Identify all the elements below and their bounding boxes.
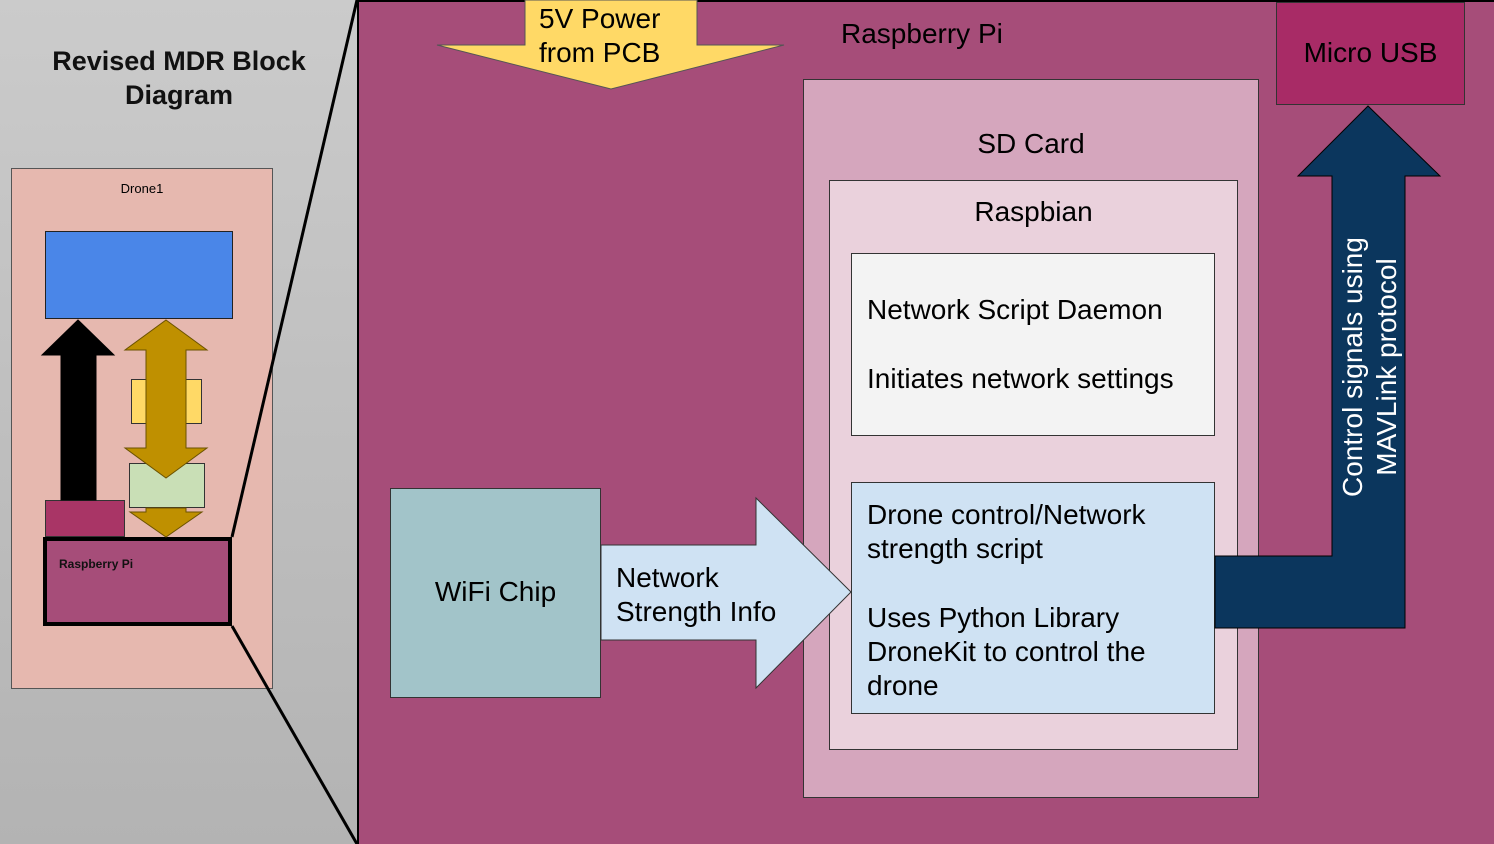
mini-raspberry-pi-label: Raspberry Pi <box>59 557 134 571</box>
zoom-line-bottom <box>230 625 359 844</box>
raspberry-pi-label: Raspberry Pi <box>841 18 1003 49</box>
mini-gold-down-arrow <box>128 507 204 538</box>
micro-usb-label: Micro USB <box>1303 37 1438 68</box>
control-signals-label: Control signals using MAVLink protocol <box>1337 237 1402 497</box>
wifi-chip-block <box>390 488 601 698</box>
daemon-title: Network Script Daemon <box>867 294 1163 325</box>
mini-gold-double-arrow <box>123 319 209 479</box>
power-label: 5V Power from PCB <box>539 3 661 68</box>
mini-black-arrow <box>40 319 116 501</box>
network-script-daemon-block <box>851 253 1215 436</box>
diagram-title: Revised MDR Block Diagram <box>52 46 306 110</box>
sd-card-label: SD Card <box>977 128 1085 159</box>
daemon-description: Initiates network settings <box>867 363 1174 394</box>
mini-raspberry-pi-block <box>43 537 232 626</box>
network-strength-label: Network Strength Info <box>616 562 777 627</box>
wifi-chip-label: WiFi Chip <box>434 576 557 607</box>
mini-blue-block <box>45 231 233 319</box>
script-title: Drone control/Network strength script <box>867 499 1146 564</box>
script-description: Uses Python Library DroneKit to control … <box>867 602 1146 701</box>
zoom-line-top <box>230 0 359 538</box>
power-arrow <box>436 0 785 90</box>
micro-usb-block <box>1276 2 1465 105</box>
drone-label: Drone1 <box>120 181 164 196</box>
drone-control-script-block <box>851 482 1215 714</box>
control-signal-arrow <box>1214 105 1442 629</box>
network-strength-arrow <box>600 496 852 690</box>
mini-usb-block <box>45 500 125 537</box>
raspbian-label: Raspbian <box>974 196 1093 227</box>
